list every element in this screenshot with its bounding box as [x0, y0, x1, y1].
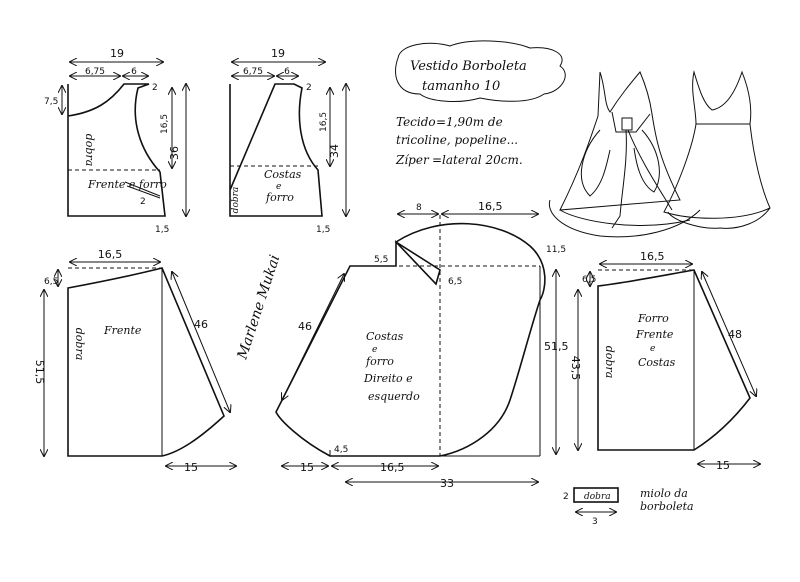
skirt-back-name-5: esquerdo — [368, 390, 420, 403]
bodice-back-width-label: 19 — [271, 47, 285, 60]
svg-text:=: = — [436, 115, 446, 129]
fabric-value: 1,90m de — [446, 115, 503, 129]
bodice-front-neck-label: 6,75 — [85, 67, 105, 77]
skirt-front-hem-label: 15 — [184, 461, 198, 474]
skirt-back-name-3: forro — [365, 355, 394, 368]
skirt-back-notch-label: 6,5 — [448, 277, 462, 287]
skirt-lining-top-label: 16,5 — [640, 250, 665, 263]
bodice-front-piece: 19 6,75 6 2 7,5 16,5 36 1,5 dobra Frente… — [44, 47, 186, 235]
title-line-1: Vestido Borboleta — [410, 59, 527, 74]
skirt-front-drop-label: 6,5 — [44, 277, 58, 287]
skirt-lining-hem-label: 15 — [716, 459, 730, 472]
skirt-lining-outline — [597, 269, 751, 451]
skirt-back-total-label: 33 — [440, 477, 454, 490]
skirt-back-name-1: Costas — [366, 330, 404, 343]
bodice-front-shoulder-label: 6 — [131, 67, 137, 77]
bodice-front-width-label: 19 — [110, 47, 124, 60]
skirt-lining-side-label: 48 — [728, 328, 742, 341]
skirt-lining-height-label: 43,5 — [569, 356, 582, 381]
skirt-back-outline — [275, 222, 546, 457]
designer-signature: Marlene Mukai — [234, 253, 283, 362]
butterfly-center-height-label: 2 — [563, 492, 569, 502]
skirt-back-hem-left-label: 15 — [300, 461, 314, 474]
butterfly-center-outline — [573, 487, 619, 503]
bodice-back-shoulder-drop-label: 2 — [306, 83, 312, 93]
skirt-front-top-label: 16,5 — [98, 248, 123, 261]
skirt-front-piece: 16,5 6,5 51,5 46 15 Frente dobra — [33, 248, 236, 474]
skirt-back-piece: 8 16,5 5,5 6,5 11,5 46 51,5 15 16,5 4,5 … — [275, 200, 569, 490]
skirt-lining-name-3: e — [650, 344, 655, 354]
bodice-front-outline — [67, 83, 166, 217]
butterfly-center-fold-label: dobra — [584, 492, 611, 502]
fabric-label: Tecido — [396, 115, 436, 129]
bodice-back-outline — [229, 83, 323, 217]
skirt-back-side-label: 46 — [298, 320, 312, 333]
skirt-back-hem-right-label: 16,5 — [380, 461, 405, 474]
skirt-lining-fold-label: dobra — [603, 346, 616, 379]
skirt-back-top-left-label: 8 — [416, 203, 422, 213]
bodice-back-name-2: e — [276, 182, 281, 192]
skirt-back-corner-label: 4,5 — [334, 445, 348, 455]
bodice-back-neck-label: 6,75 — [243, 67, 263, 77]
skirt-back-name-2: e — [372, 345, 377, 355]
butterfly-center-name-1: miolo da — [640, 487, 688, 500]
bodice-back-armhole-label: 16,5 — [319, 112, 329, 132]
skirt-lining-name-4: Costas — [638, 356, 676, 369]
bodice-front-side-offset-label: 1,5 — [155, 225, 169, 235]
bodice-front-shoulder-drop-label: 2 — [152, 83, 158, 93]
skirt-front-outline — [67, 267, 225, 457]
zipper-value: lateral 20cm. — [442, 153, 523, 167]
butterfly-center-name-2: borboleta — [640, 500, 694, 513]
bodice-front-multiplier: 2 — [140, 197, 146, 207]
bodice-front-armhole-label: 16,5 — [160, 114, 170, 134]
skirt-back-height-label: 51,5 — [544, 340, 569, 353]
skirt-back-top-right-label: 16,5 — [478, 200, 503, 213]
bodice-back-piece: 19 6,75 6 2 16,5 34 1,5 Costas e forro d… — [229, 47, 346, 235]
skirt-lining-drop-label: 6,5 — [582, 275, 596, 285]
bodice-back-length-label: 34 — [328, 144, 341, 158]
bodice-front-neck-drop-label: 7,5 — [44, 97, 58, 107]
skirt-front-side-label: 46 — [194, 318, 208, 331]
dress-back-sketch — [548, 71, 701, 238]
title-line-2: tamanho 10 — [422, 79, 500, 94]
dress-front-sketch — [663, 70, 771, 229]
skirt-front-fold-label: dobra — [73, 328, 86, 361]
skirt-lining-name-1: Forro — [637, 312, 669, 325]
fabric-value-2: tricoline, popeline... — [396, 133, 518, 147]
title-cloud — [395, 40, 566, 102]
skirt-front-name: Frente — [103, 324, 142, 337]
title-block: Vestido Borboleta tamanho 10 Tecido = 1,… — [395, 40, 566, 167]
bodice-back-name-1: Costas — [264, 168, 302, 181]
bodice-back-shoulder-label: 6 — [284, 67, 290, 77]
skirt-back-name-4: Direito e — [363, 372, 413, 385]
skirt-back-drop-right-label: 11,5 — [546, 245, 566, 255]
zipper-label: Zíper — [395, 153, 430, 167]
svg-text:=: = — [432, 153, 442, 167]
skirt-front-height-label: 51,5 — [33, 360, 46, 385]
butterfly-center-width-label: 3 — [592, 517, 598, 527]
bodice-front-length-label: 36 — [168, 146, 181, 160]
skirt-lining-name-2: Frente — [635, 328, 674, 341]
bodice-front-fold-label: dobra — [83, 134, 96, 167]
skirt-lining-piece: 16,5 6,5 43,5 48 15 Forro Frente e Costa… — [569, 250, 760, 472]
butterfly-center-piece: dobra 2 3 miolo da borboleta — [563, 487, 694, 527]
skirt-back-drop-left-label: 5,5 — [374, 255, 388, 265]
bodice-back-fold-label: dobra — [231, 187, 241, 214]
bodice-back-side-offset-label: 1,5 — [316, 225, 330, 235]
bodice-back-name-3: forro — [265, 191, 294, 204]
bodice-front-name: Frente e forro — [87, 178, 167, 191]
